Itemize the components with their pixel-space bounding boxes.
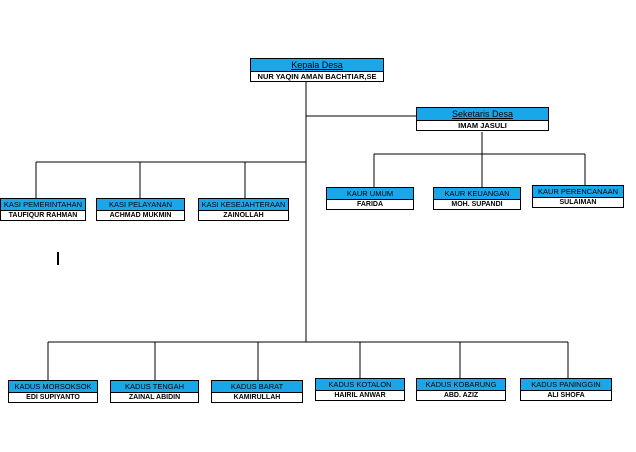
kadus-name: HAIRIL ANWAR — [315, 390, 405, 401]
kaur-name: FARIDA — [326, 199, 414, 210]
kadus-title: KADUS BARAT — [211, 380, 303, 392]
kasi-box-pelayanan: KASI PELAYANAN ACHMAD MUKMIN — [96, 198, 185, 221]
kadus-box-tengah: KADUS TENGAH ZAINAL ABIDIN — [110, 380, 199, 403]
kadus-box-barat: KADUS BARAT KAMIRULLAH — [211, 380, 303, 403]
kasi-box-pemerintahan: KASI PEMERINTAHAN TAUFIQUR RAHMAN — [0, 198, 86, 221]
kadus-box-kobarung: KADUS KOBARUNG ABD. AZIZ — [416, 378, 506, 401]
kaur-box-perencanaan: KAUR PERENCANAAN SULAIMAN — [532, 185, 624, 208]
sekretaris-desa-name: IMAM JASULI — [416, 120, 549, 131]
kadus-title: KADUS KOBARUNG — [416, 378, 506, 390]
kasi-name: ZAINOLLAH — [198, 210, 289, 221]
kaur-title: KAUR KEUANGAN — [433, 187, 521, 199]
kadus-name: ALI SHOFA — [520, 390, 612, 401]
kadus-name: ZAINAL ABIDIN — [110, 392, 199, 403]
kepala-desa-title: Kepala Desa — [250, 58, 384, 71]
kadus-title: KADUS TENGAH — [110, 380, 199, 392]
kasi-box-kesejahteraan: KASI KESEJAHTERAAN ZAINOLLAH — [198, 198, 289, 221]
kadus-box-kotalon: KADUS KOTALON HAIRIL ANWAR — [315, 378, 405, 401]
kepala-desa-box: Kepala Desa NUR YAQIN AMAN BACHTIAR,SE — [250, 58, 384, 82]
kadus-title: KADUS PANINGGIN — [520, 378, 612, 390]
kadus-box-paninggin: KADUS PANINGGIN ALI SHOFA — [520, 378, 612, 401]
text-cursor — [57, 252, 59, 265]
kasi-title: KASI KESEJAHTERAAN — [198, 198, 289, 210]
kadus-name: KAMIRULLAH — [211, 392, 303, 403]
sekretaris-desa-title: Seketaris Desa — [416, 107, 549, 120]
kasi-title: KASI PEMERINTAHAN — [0, 198, 86, 210]
kaur-name: MOH. SUPANDI — [433, 199, 521, 210]
kepala-desa-name: NUR YAQIN AMAN BACHTIAR,SE — [250, 71, 384, 82]
kaur-box-umum: KAUR UMUM FARIDA — [326, 187, 414, 210]
kadus-name: EDI SUPIYANTO — [8, 392, 98, 403]
kaur-title: KAUR UMUM — [326, 187, 414, 199]
kadus-title: KADUS KOTALON — [315, 378, 405, 390]
kadus-title: KADUS MORSOKSOK — [8, 380, 98, 392]
kaur-name: SULAIMAN — [532, 197, 624, 208]
kasi-title: KASI PELAYANAN — [96, 198, 185, 210]
kaur-title: KAUR PERENCANAAN — [532, 185, 624, 197]
kadus-name: ABD. AZIZ — [416, 390, 506, 401]
kasi-name: TAUFIQUR RAHMAN — [0, 210, 86, 221]
sekretaris-desa-box: Seketaris Desa IMAM JASULI — [416, 107, 549, 131]
kasi-name: ACHMAD MUKMIN — [96, 210, 185, 221]
kadus-box-morsoksok: KADUS MORSOKSOK EDI SUPIYANTO — [8, 380, 98, 403]
kaur-box-keuangan: KAUR KEUANGAN MOH. SUPANDI — [433, 187, 521, 210]
